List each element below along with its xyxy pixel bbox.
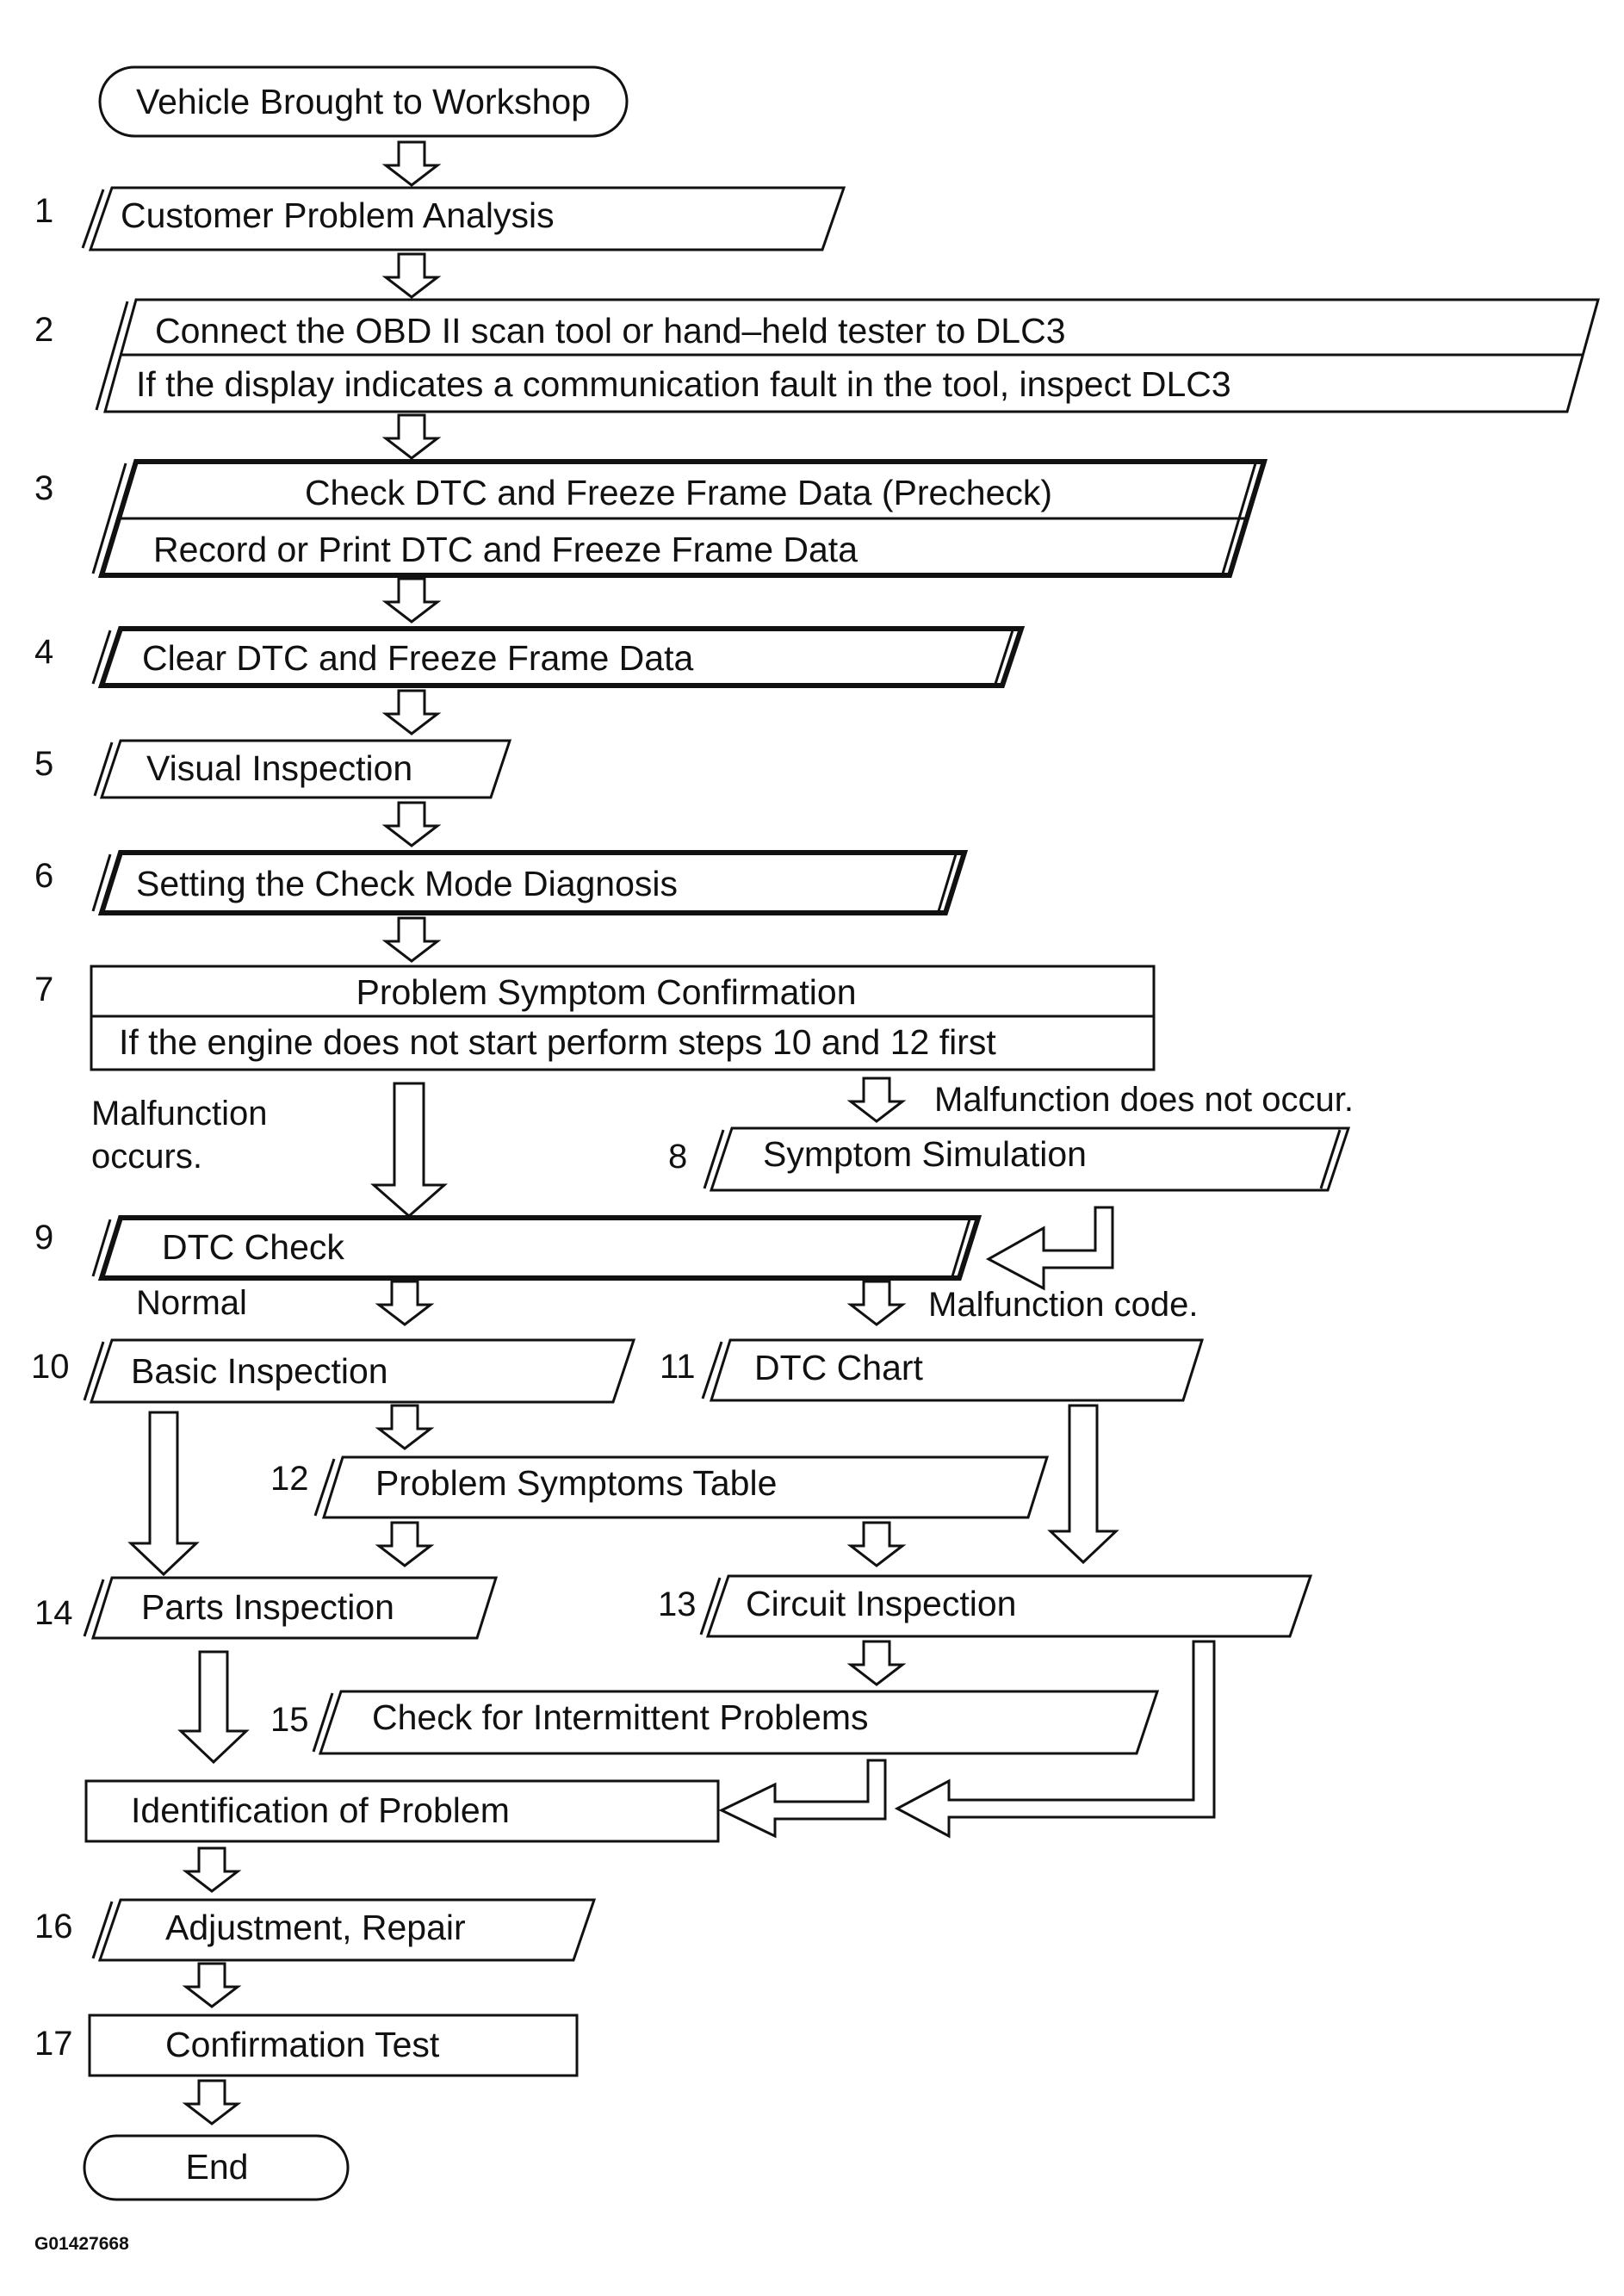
step-number: 9 bbox=[34, 1219, 53, 1257]
step-17-box: Confirmation Test bbox=[88, 2014, 579, 2077]
flow-arrow bbox=[184, 1962, 239, 2008]
step-10-label: Basic Inspection bbox=[131, 1351, 388, 1391]
step-number: 6 bbox=[34, 857, 53, 895]
flow-arrow bbox=[849, 1521, 904, 1567]
step-number: 5 bbox=[34, 745, 53, 783]
step-number: 2 bbox=[34, 311, 53, 349]
step-number: 14 bbox=[34, 1594, 73, 1632]
step-15-box: Check for Intermittent Problems bbox=[312, 1690, 1160, 1755]
flow-arrow bbox=[849, 1077, 904, 1123]
flow-arrow bbox=[384, 252, 439, 299]
step-number: 16 bbox=[34, 1908, 73, 1945]
step-10-box: Basic Inspection bbox=[83, 1338, 636, 1404]
flow-arrow bbox=[384, 413, 439, 460]
start-label: Vehicle Brought to Workshop bbox=[136, 82, 591, 121]
step-number: 12 bbox=[270, 1460, 309, 1498]
step-5-label: Visual Inspection bbox=[146, 748, 412, 788]
flow-arrow bbox=[384, 140, 439, 187]
flow-arrow bbox=[384, 801, 439, 847]
step-1-box: Customer Problem Analysis bbox=[81, 186, 846, 251]
step-number: 7 bbox=[34, 971, 53, 1008]
step-16-label: Adjustment, Repair bbox=[165, 1908, 466, 1947]
branch-label-normal: Normal bbox=[136, 1284, 247, 1322]
step-number: 1 bbox=[34, 192, 53, 230]
step-number: 4 bbox=[34, 633, 53, 671]
figure-code: G01427668 bbox=[34, 2234, 129, 2254]
elbow-arrow-left bbox=[985, 1206, 1114, 1291]
step-2-line1: Connect the OBD II scan tool or hand–hel… bbox=[155, 311, 1066, 351]
flow-arrow bbox=[184, 2079, 239, 2125]
flow-arrow bbox=[377, 1404, 432, 1450]
flow-arrow bbox=[377, 1280, 432, 1326]
step-number: 3 bbox=[34, 469, 53, 507]
step-8-box: Symptom Simulation bbox=[703, 1126, 1351, 1192]
flow-arrow bbox=[384, 577, 439, 624]
step-7-line1: Problem Symptom Confirmation bbox=[356, 972, 856, 1012]
step-3-line1: Check DTC and Freeze Frame Data (Prechec… bbox=[305, 473, 1052, 512]
step-8-label: Symptom Simulation bbox=[763, 1134, 1087, 1174]
step-9-box: DTC Check bbox=[91, 1215, 982, 1281]
long-arrow-down bbox=[1047, 1404, 1119, 1565]
step-6-box: Setting the Check Mode Diagnosis bbox=[91, 850, 969, 915]
step-16-box: Adjustment, Repair bbox=[91, 1898, 597, 1962]
step-number: 15 bbox=[270, 1701, 309, 1739]
identification-label: Identification of Problem bbox=[131, 1790, 510, 1830]
step-number: 13 bbox=[658, 1585, 697, 1623]
branch-label-malfunction: Malfunction bbox=[91, 1095, 268, 1132]
step-number: 8 bbox=[668, 1138, 687, 1176]
flow-arrow bbox=[377, 1521, 432, 1567]
flow-arrow bbox=[184, 1846, 239, 1893]
step-13-label: Circuit Inspection bbox=[746, 1584, 1016, 1623]
step-number: 10 bbox=[31, 1348, 70, 1386]
branch-label-malfunction-code: Malfunction code. bbox=[928, 1286, 1199, 1324]
step-1-label: Customer Problem Analysis bbox=[121, 195, 555, 235]
step-17-label: Confirmation Test bbox=[165, 2025, 440, 2064]
long-arrow-down bbox=[370, 1082, 448, 1218]
flow-arrow bbox=[849, 1280, 904, 1326]
branch-label-occurs: occurs. bbox=[91, 1138, 202, 1176]
step-13-box: Circuit Inspection bbox=[699, 1574, 1313, 1638]
step-3-box: Check DTC and Freeze Frame Data (Prechec… bbox=[91, 459, 1268, 578]
step-4-label: Clear DTC and Freeze Frame Data bbox=[142, 638, 693, 678]
step-4-box: Clear DTC and Freeze Frame Data bbox=[91, 626, 1026, 688]
end-label: End bbox=[186, 2147, 249, 2187]
step-15-label: Check for Intermittent Problems bbox=[372, 1697, 868, 1737]
start-terminator: Vehicle Brought to Workshop bbox=[98, 65, 629, 138]
elbow-arrow-left bbox=[718, 1759, 887, 1839]
elbow-arrow-left bbox=[894, 1640, 1216, 1839]
long-arrow-down bbox=[127, 1411, 200, 1577]
flow-arrow bbox=[849, 1640, 904, 1686]
step-12-box: Problem Symptoms Table bbox=[313, 1455, 1050, 1519]
step-number: 11 bbox=[660, 1348, 696, 1386]
step-6-label: Setting the Check Mode Diagnosis bbox=[136, 864, 678, 903]
step-12-label: Problem Symptoms Table bbox=[375, 1463, 777, 1503]
identification-box: Identification of Problem bbox=[84, 1779, 720, 1843]
step-14-label: Parts Inspection bbox=[141, 1587, 394, 1627]
step-11-box: DTC Chart bbox=[701, 1338, 1205, 1402]
flow-arrow bbox=[384, 689, 439, 735]
step-14-box: Parts Inspection bbox=[83, 1576, 499, 1640]
step-number: 17 bbox=[34, 2025, 73, 2063]
step-2-line2: If the display indicates a communication… bbox=[136, 364, 1231, 404]
step-5-box: Visual Inspection bbox=[93, 739, 512, 799]
step-7-line2: If the engine does not start perform ste… bbox=[119, 1022, 996, 1062]
branch-label-no-malfunction: Malfunction does not occur. bbox=[934, 1081, 1354, 1119]
step-3-line2: Record or Print DTC and Freeze Frame Dat… bbox=[153, 530, 858, 569]
step-7-box: Problem Symptom Confirmation If the engi… bbox=[90, 965, 1156, 1071]
step-2-box: Connect the OBD II scan tool or hand–hel… bbox=[95, 298, 1600, 413]
flow-arrow bbox=[384, 916, 439, 963]
long-arrow-down bbox=[177, 1650, 250, 1765]
step-11-label: DTC Chart bbox=[754, 1348, 924, 1387]
end-terminator: End bbox=[83, 2134, 350, 2201]
step-9-label: DTC Check bbox=[162, 1227, 344, 1267]
